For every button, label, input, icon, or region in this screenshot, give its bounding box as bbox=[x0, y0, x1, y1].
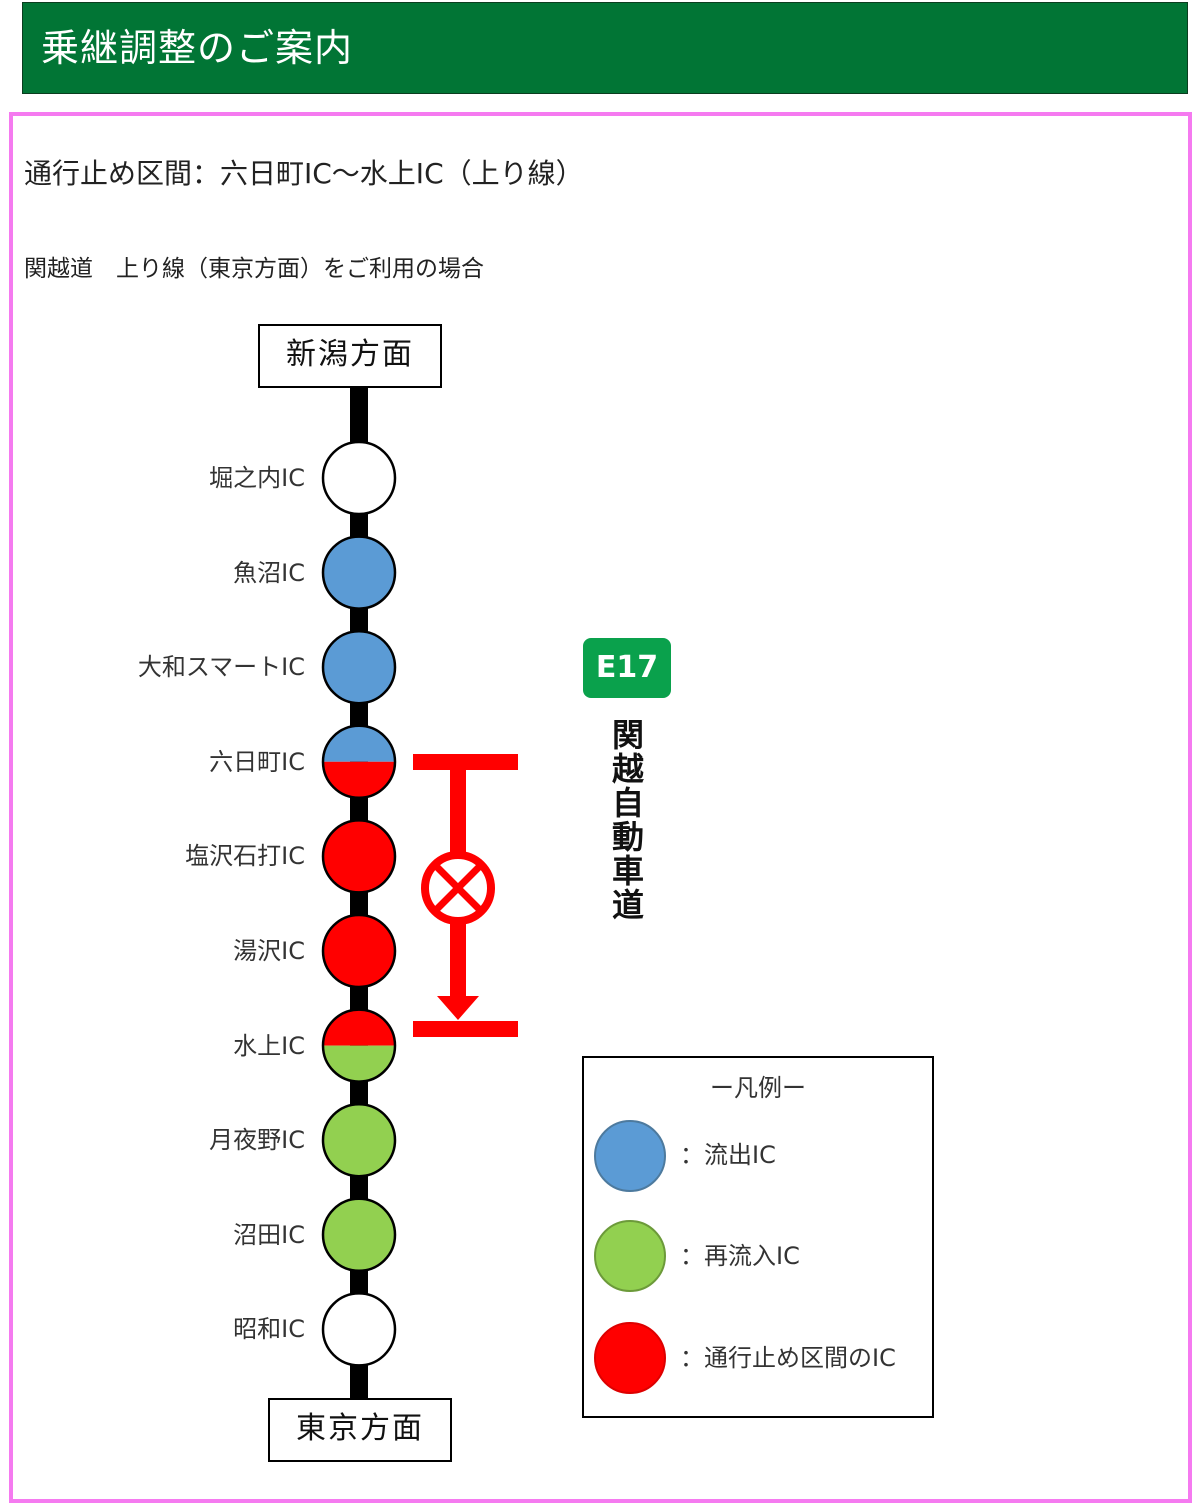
legend-outflow-dot bbox=[594, 1120, 666, 1192]
legend-reentry-label: ：再流入IC bbox=[680, 1242, 800, 1270]
ic-circle bbox=[321, 1292, 397, 1367]
ic-circle-bottom-half bbox=[323, 1045, 395, 1082]
closure-arrow-shaft-bottom bbox=[450, 910, 466, 1002]
legend-outflow-label: ：流出IC bbox=[680, 1141, 776, 1169]
no-entry-icon bbox=[421, 851, 495, 925]
ic-label: 魚沼IC bbox=[233, 558, 305, 587]
ic-circle bbox=[321, 440, 397, 516]
legend-closed-dot bbox=[594, 1322, 666, 1394]
ic-label: 六日町IC bbox=[209, 747, 305, 776]
ic-circle bbox=[321, 819, 397, 894]
ic-circles bbox=[321, 440, 397, 1367]
closure-section-title: 通行止め区間：六日町IC～水上IC（上り線） bbox=[24, 157, 584, 190]
legend-reentry-dot bbox=[594, 1220, 666, 1292]
closure-arrow-head bbox=[437, 996, 479, 1020]
usage-note: 関越道 上り線（東京方面）をご利用の場合 bbox=[24, 256, 484, 282]
ic-circle bbox=[321, 1102, 397, 1178]
direction-niigata-box: 新潟方面 bbox=[258, 324, 442, 388]
legend-title: ー凡例ー bbox=[710, 1074, 806, 1102]
content-frame bbox=[9, 112, 1192, 1503]
ic-circle-outline bbox=[321, 1008, 397, 1083]
ic-label: 堀之内IC bbox=[209, 464, 305, 492]
page-header: 乗継調整のご案内 bbox=[22, 2, 1188, 94]
direction-tokyo-box: 東京方面 bbox=[268, 1398, 452, 1462]
route-name: 関越自動車道 bbox=[607, 718, 645, 922]
ic-label: 月夜野IC bbox=[209, 1126, 305, 1155]
ic-circle-top-half bbox=[323, 1009, 395, 1046]
ic-circle bbox=[321, 629, 397, 705]
ic-circle-outline bbox=[321, 724, 397, 800]
ic-circle bbox=[321, 535, 397, 610]
ic-circle bbox=[321, 1197, 397, 1273]
route-number-badge: E17 bbox=[583, 638, 671, 698]
closure-end-bar bbox=[413, 1021, 518, 1037]
ic-label: 昭和IC bbox=[233, 1315, 305, 1344]
closure-arrow-shaft-top bbox=[450, 770, 466, 866]
ic-circle-top-half bbox=[323, 725, 395, 762]
ic-label: 沼田IC bbox=[233, 1220, 305, 1249]
legend-box: ー凡例ー ：流出IC ：再流入IC ：通行止め区間のIC bbox=[582, 1056, 934, 1418]
closure-section-marker bbox=[413, 754, 518, 1037]
ic-circle bbox=[321, 913, 397, 989]
legend-closed-label: ：通行止め区間のIC bbox=[680, 1344, 896, 1372]
ic-label: 大和スマートIC bbox=[137, 653, 305, 682]
ic-circle-bottom-half bbox=[323, 761, 395, 798]
ic-label: 湯沢IC bbox=[233, 937, 305, 965]
page-title: 乗継調整のご案内 bbox=[41, 26, 354, 70]
ic-label: 塩沢石打IC bbox=[185, 842, 305, 871]
closure-start-bar bbox=[413, 754, 518, 770]
ic-label: 水上IC bbox=[233, 1031, 305, 1060]
